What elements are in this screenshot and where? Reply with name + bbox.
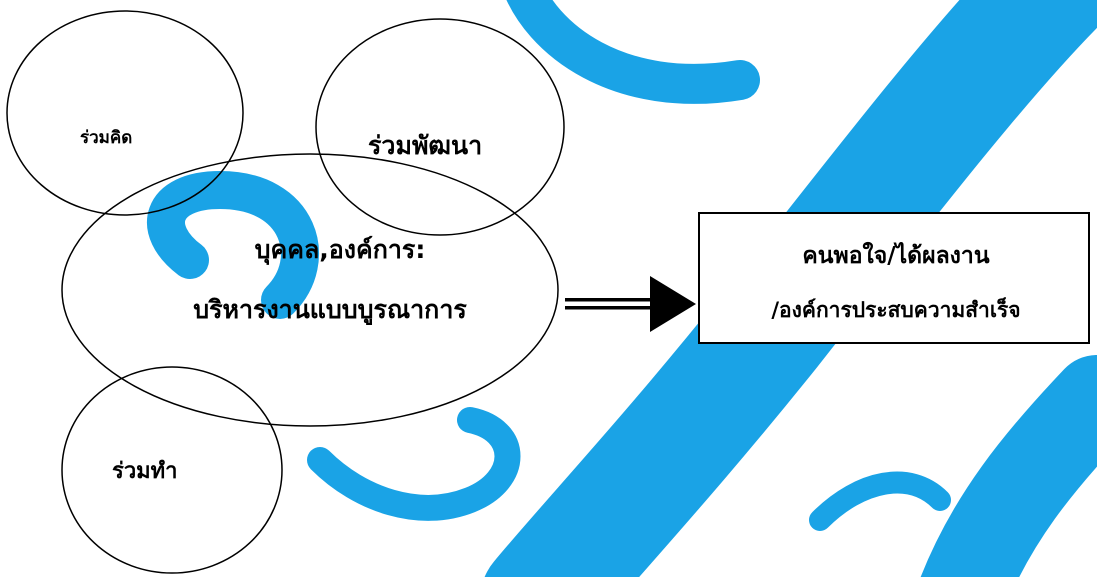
- circle-center: [61, 153, 559, 427]
- result-line2: /องค์การประสบความสำเร็จ: [771, 298, 1021, 322]
- label-center-line2: บริหารงานแบบบูรณาการ: [193, 295, 467, 324]
- result-box: คนพอใจ/ได้ผลงาน /องค์การประสบความสำเร็จ: [698, 212, 1090, 344]
- circle-develop: [315, 18, 565, 236]
- label-center-line1: บุคคล,องค์การ:: [254, 235, 426, 264]
- label-develop: ร่วมพัฒนา: [368, 131, 483, 160]
- circle-think: [6, 10, 244, 216]
- label-think: ร่วมคิด: [80, 128, 133, 148]
- label-do: ร่วมทำ: [112, 459, 178, 484]
- double-arrow-icon: [565, 276, 696, 332]
- circle-do: [61, 366, 283, 574]
- result-line1: คนพอใจ/ได้ผลงาน: [802, 243, 990, 269]
